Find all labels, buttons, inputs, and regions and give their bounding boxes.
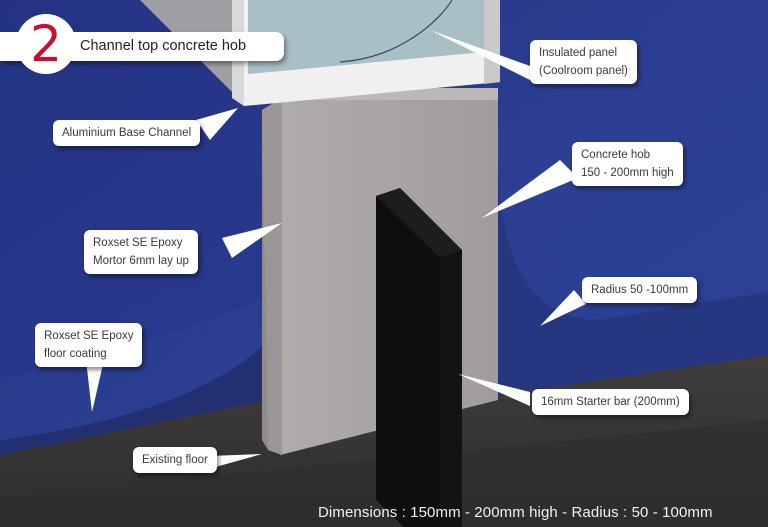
page-title: Channel top concrete hob [80, 38, 247, 54]
dimensions-caption: Dimensions : 150mm - 200mm high - Radius… [318, 504, 713, 521]
callout-text: Concrete hob [581, 149, 651, 161]
callout-insulated-panel: Insulated panel (Coolroom panel) [530, 40, 637, 84]
callout-text: Existing floor [142, 454, 208, 466]
callout-text: 150 - 200mm high [581, 167, 674, 179]
callout-epoxy-mortar: Roxset SE Epoxy Mortor 6mm lay up [84, 230, 198, 274]
callout-starter-bar: 16mm Starter bar (200mm) [532, 389, 689, 415]
insulated-panel [248, 0, 484, 74]
step-number: 2 [30, 15, 62, 73]
callout-text: 16mm Starter bar (200mm) [541, 396, 680, 408]
callout-text: Radius 50 -100mm [591, 284, 689, 296]
callout-concrete-hob: Concrete hob 150 - 200mm high [572, 142, 683, 186]
callout-text: Insulated panel [539, 47, 618, 59]
callout-aluminium-base-channel: Aluminium Base Channel [53, 120, 201, 146]
callout-text: Roxset SE Epoxy [44, 330, 134, 342]
callout-text: floor coating [44, 348, 107, 360]
callout-floor-coating: Roxset SE Epoxy floor coating [35, 323, 143, 367]
callout-radius: Radius 50 -100mm [582, 277, 698, 303]
callout-text: (Coolroom panel) [539, 65, 628, 77]
callout-existing-floor: Existing floor [133, 447, 217, 473]
callout-text: Aluminium Base Channel [62, 127, 192, 139]
step-number-badge: 2 [16, 14, 76, 74]
callout-text: Mortor 6mm lay up [93, 255, 189, 267]
callout-text: Roxset SE Epoxy [93, 237, 183, 249]
